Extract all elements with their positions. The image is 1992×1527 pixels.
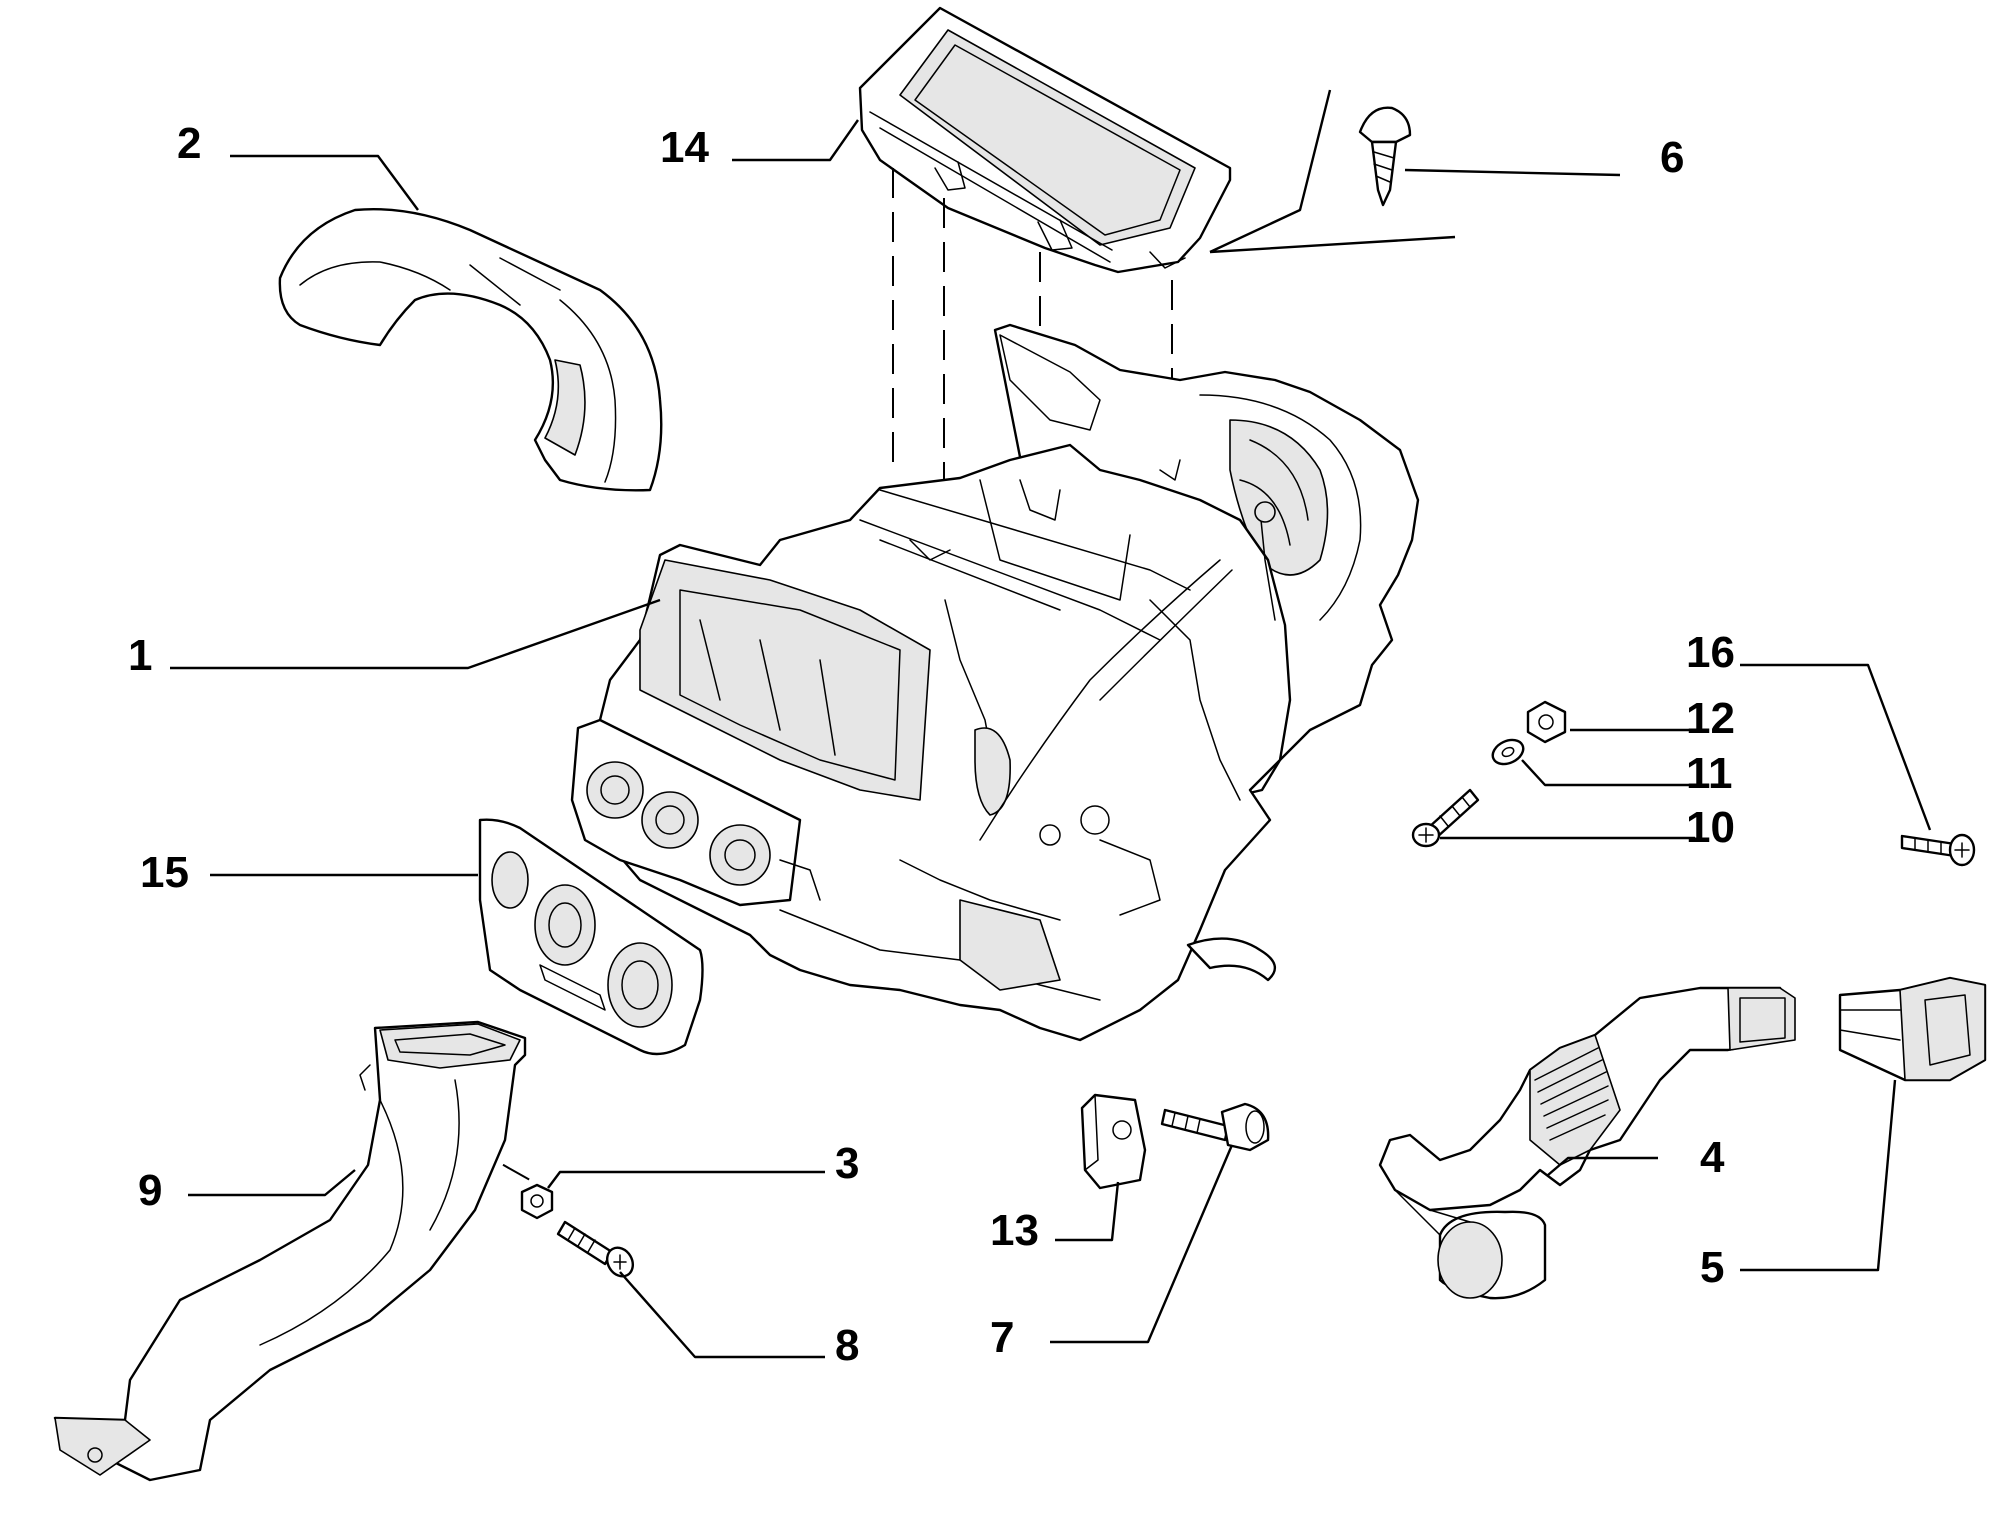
callout-8: 8	[835, 1321, 859, 1370]
part-16-bolt	[1900, 833, 1976, 867]
part-1-hvac-unit	[570, 323, 1420, 1042]
part-8-bolt	[556, 1220, 635, 1278]
callout-9: 9	[138, 1166, 162, 1215]
callout-7: 7	[990, 1313, 1014, 1362]
part-4-flex-duct	[1378, 986, 1796, 1300]
part-13-bracket-clip	[1080, 1093, 1147, 1190]
part-7-bolt	[1160, 1102, 1270, 1152]
callout-15: 15	[140, 848, 189, 897]
callout-1: 1	[128, 631, 152, 680]
callout-13: 13	[990, 1206, 1039, 1255]
part-2-air-duct	[278, 207, 663, 492]
part-12-nut	[1526, 700, 1567, 744]
callout-6: 6	[1660, 133, 1684, 182]
part-6-screw	[1358, 106, 1412, 207]
callout-12: 12	[1686, 694, 1735, 743]
leader-lines	[170, 89, 1932, 1359]
part-15-trim-bezel	[478, 818, 704, 1056]
part-10-bolt	[1411, 788, 1480, 848]
callout-14: 14	[660, 123, 709, 172]
callout-5: 5	[1700, 1243, 1724, 1292]
callout-10: 10	[1686, 803, 1735, 852]
part-3-nut	[520, 1183, 554, 1220]
part-9-floor-duct	[53, 1020, 527, 1482]
callout-11: 11	[1686, 749, 1733, 798]
part-11-washer	[1491, 738, 1525, 766]
callout-3: 3	[835, 1139, 859, 1188]
callout-16: 16	[1686, 628, 1735, 677]
callout-labels: 2 14 6 1 16 12 11 10 15 3 9 4 13 5 7 8	[128, 119, 1735, 1370]
part-14-filter-housing	[858, 6, 1232, 274]
part-5-duct-connector	[1838, 976, 1987, 1082]
callout-4: 4	[1700, 1133, 1725, 1182]
callout-2: 2	[177, 119, 201, 168]
